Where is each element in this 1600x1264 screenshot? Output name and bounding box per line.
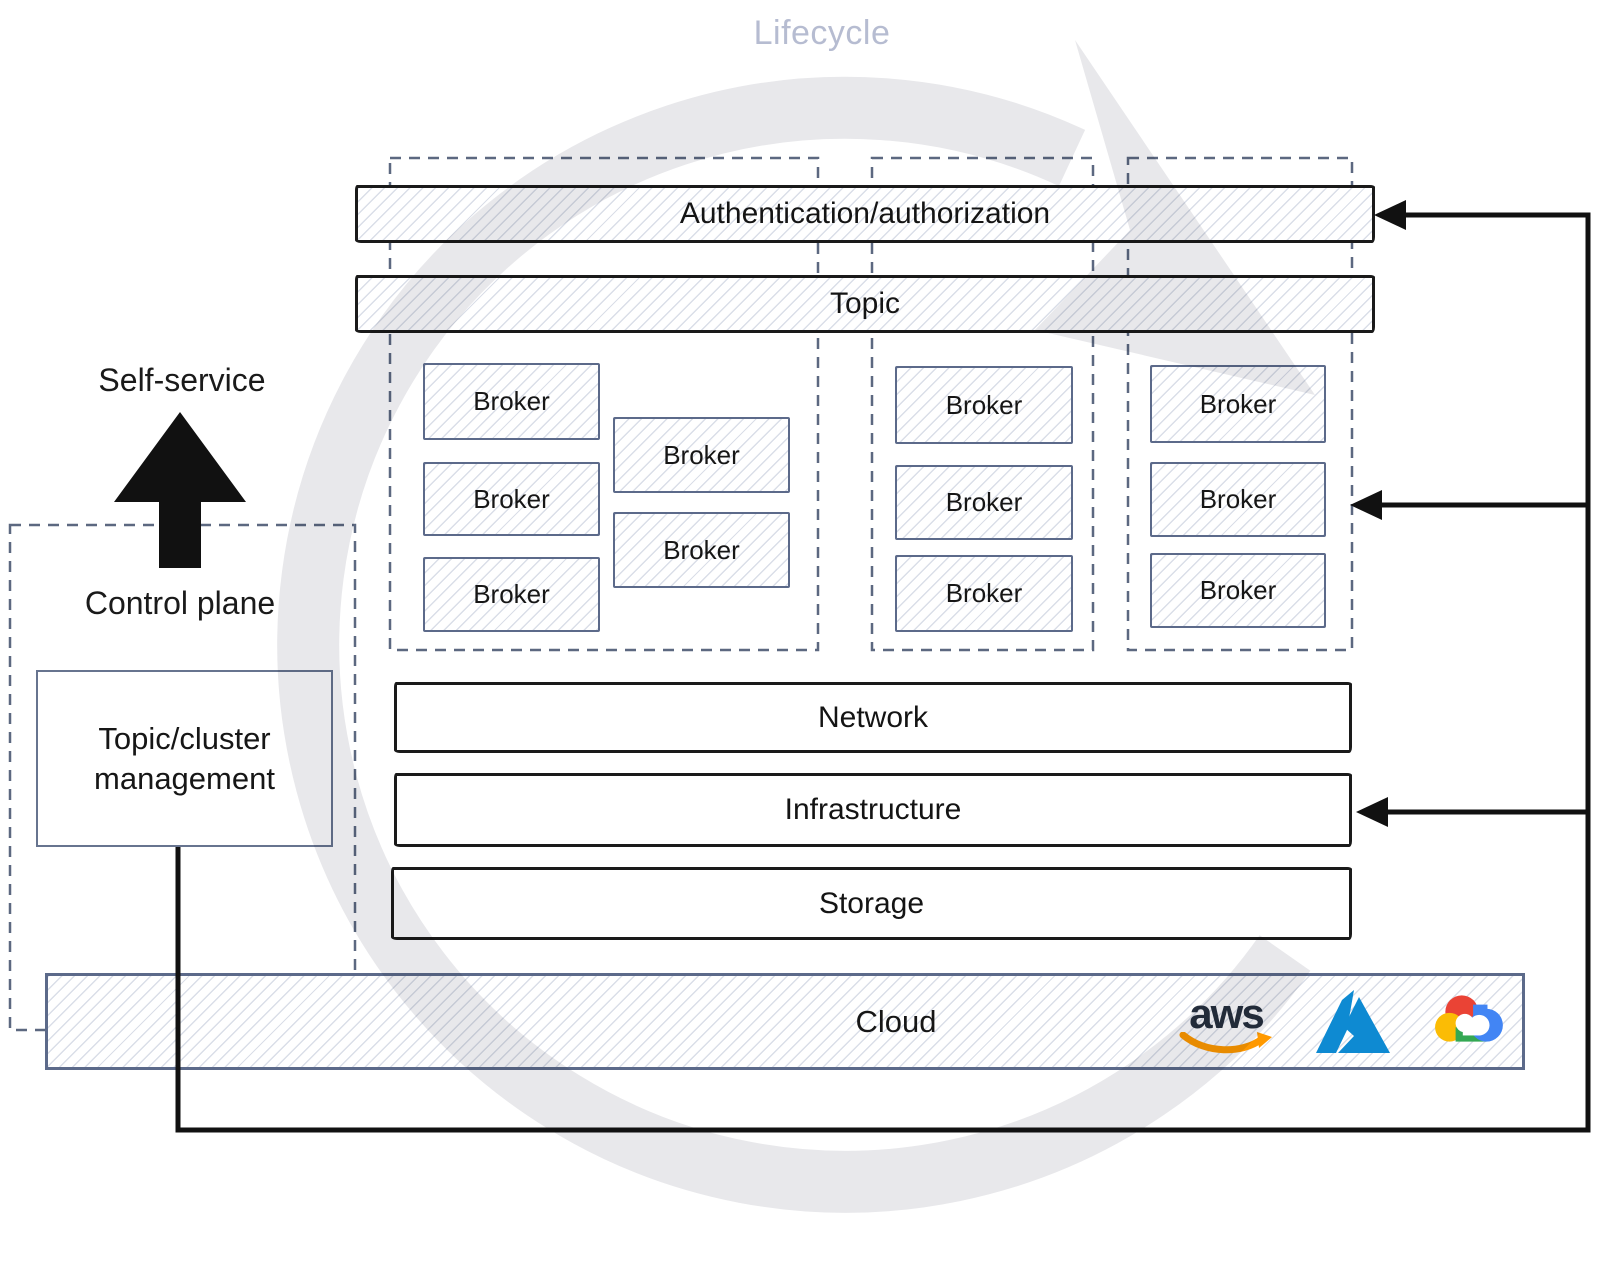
azure-icon (1316, 990, 1390, 1053)
broker-label: Broker (473, 579, 550, 609)
lifecycle-title: Lifecycle (753, 14, 891, 52)
aws-logo-text: aws (1189, 990, 1264, 1037)
arrowhead-to-authentication-icon (1374, 200, 1406, 230)
control-plane-label: Control plane (84, 585, 276, 621)
layer-authentication: Authentication/authorization (355, 185, 1375, 243)
broker-box: Broker (1150, 553, 1326, 628)
broker-label: Broker (945, 487, 1023, 517)
broker-box: Broker (1150, 462, 1326, 537)
layer-topic-label: Topic (829, 287, 901, 320)
broker-label: Broker (1199, 388, 1277, 419)
layer-cloud: Cloud aws (45, 973, 1525, 1070)
azure-logo (1310, 990, 1402, 1054)
broker-label: Broker (1199, 575, 1277, 605)
google-cloud-logo (1433, 988, 1507, 1050)
layer-storage: Storage (391, 867, 1352, 940)
broker-label: Broker (945, 389, 1023, 420)
layer-network-label: Network (817, 700, 929, 734)
broker-box: Broker (423, 557, 600, 632)
self-service-up-arrow-icon (114, 412, 246, 568)
broker-label: Broker (473, 483, 550, 514)
topic-cluster-management-box: Topic/cluster management (36, 670, 333, 847)
layer-authentication-label: Authentication/authorization (679, 197, 1051, 230)
broker-label: Broker (473, 386, 550, 416)
broker-box: Broker (613, 417, 790, 493)
layer-storage-label: Storage (818, 886, 925, 920)
arrowhead-to-infrastructure-icon (1356, 797, 1388, 827)
layer-infrastructure: Infrastructure (394, 773, 1352, 847)
layer-infrastructure-label: Infrastructure (784, 793, 962, 826)
aws-logo: aws (1178, 990, 1274, 1056)
aws-smile-icon (1179, 1032, 1272, 1054)
broker-box: Broker (423, 363, 600, 440)
broker-box: Broker (423, 462, 600, 536)
broker-box: Broker (895, 555, 1073, 632)
broker-box: Broker (613, 512, 790, 588)
layer-cloud-label: Cloud (855, 1003, 937, 1039)
broker-label: Broker (945, 578, 1023, 608)
topic-cluster-management-label: Topic/cluster management (94, 720, 275, 796)
broker-label: Broker (1199, 484, 1277, 514)
broker-box: Broker (895, 465, 1073, 540)
google-cloud-icon (1435, 995, 1503, 1042)
broker-box: Broker (895, 366, 1073, 444)
layer-network: Network (394, 682, 1352, 753)
broker-box: Broker (1150, 365, 1326, 443)
broker-label: Broker (663, 439, 740, 470)
arrowhead-to-brokers-icon (1350, 490, 1382, 520)
self-service-label: Self-service (98, 362, 266, 398)
broker-label: Broker (663, 534, 740, 565)
layer-topic: Topic (355, 275, 1375, 333)
